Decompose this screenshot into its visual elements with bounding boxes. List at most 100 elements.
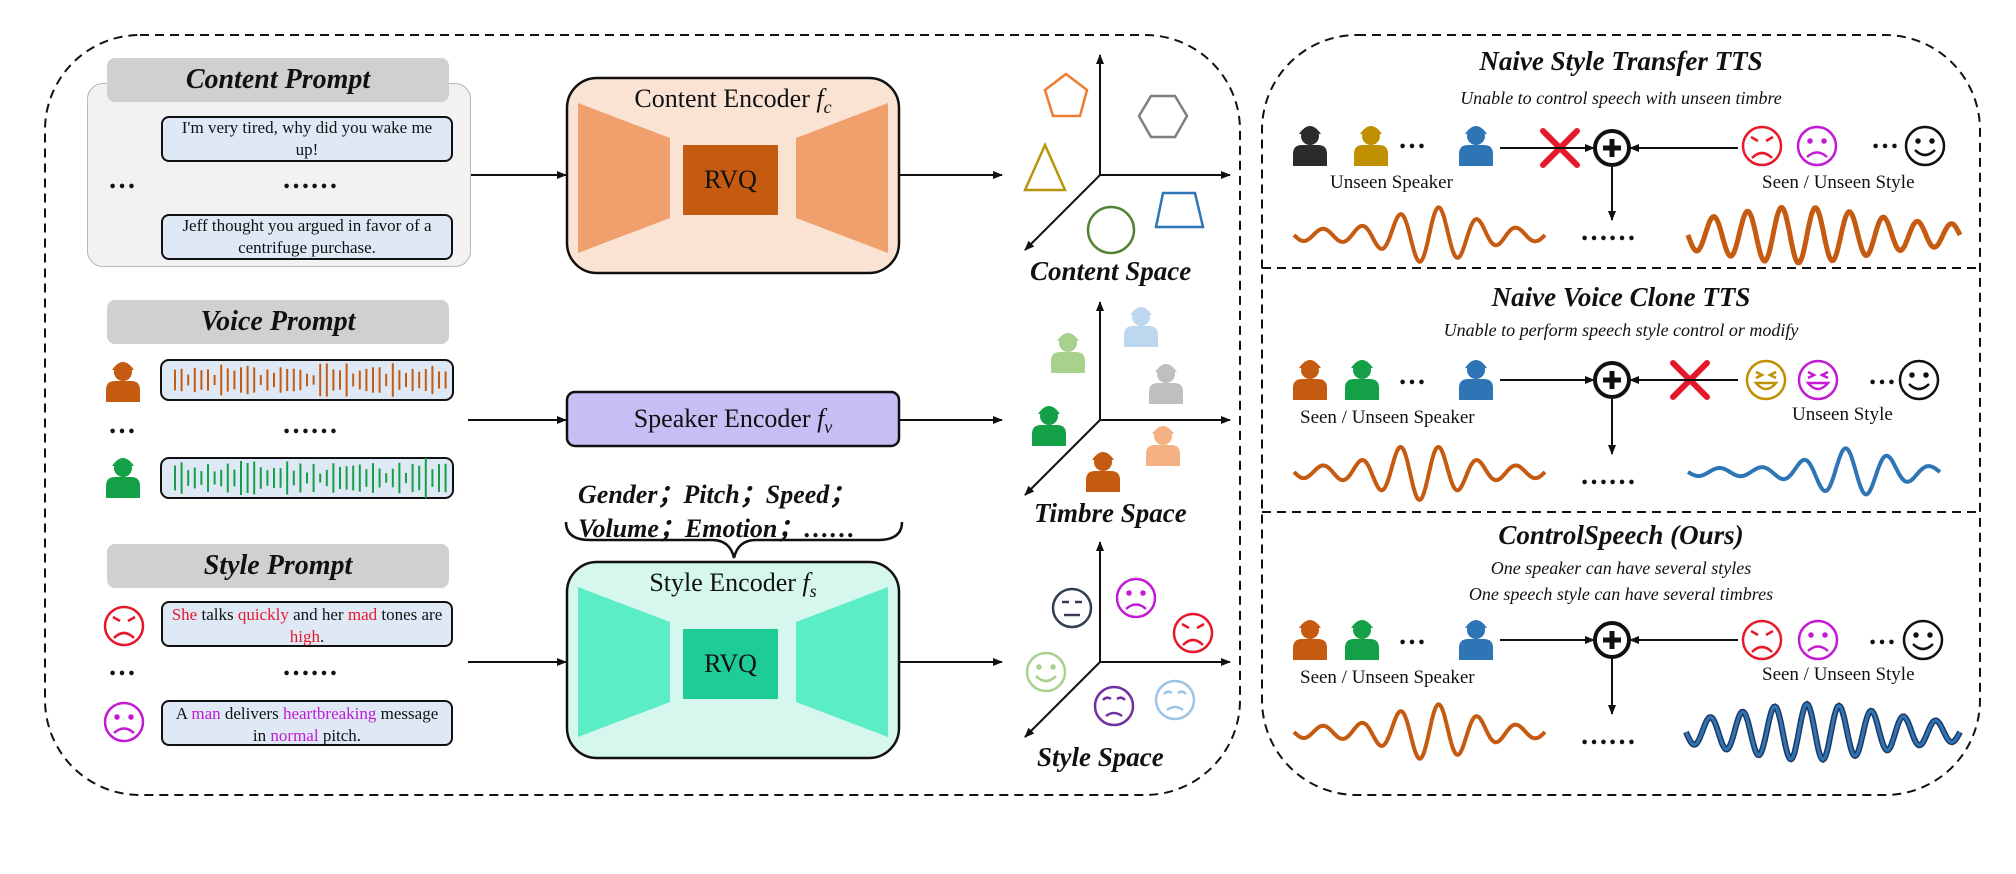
content-encoder-label: Content Encoder fc (567, 84, 899, 118)
style-rvq-block (683, 629, 778, 699)
naive-style-right-label: Seen / Unseen Style (1762, 172, 1915, 193)
style-encoder-label: Style Encoder fs (567, 568, 899, 602)
controlspeech-left-label: Seen / Unseen Speaker (1300, 667, 1475, 688)
attribute-brace (564, 521, 904, 559)
circle-icon (1086, 205, 1136, 255)
plus-icon (1593, 621, 1631, 659)
style-text-1-part: quickly (237, 605, 289, 624)
style-rvq-label: RVQ (704, 649, 757, 678)
attributes-line-2: Volume；Emotion；…… (578, 514, 856, 543)
face-icon (1051, 587, 1093, 629)
speech-wave (1686, 446, 1942, 497)
content-dots-left: … (108, 164, 136, 195)
person-icon (1345, 620, 1379, 660)
naive-voice-title: Naive Voice Clone TTS (1491, 282, 1751, 312)
plus-icon (1593, 129, 1631, 167)
voice-dots-mid: …… (282, 409, 338, 440)
voice-waveform (174, 457, 447, 499)
hexagon-icon (1137, 94, 1189, 139)
naive-style-ellipsis-left: … (1398, 124, 1426, 155)
content-encoder-left-shape (578, 103, 670, 253)
person-icon (1293, 620, 1327, 660)
person-icon (1459, 126, 1493, 166)
voice-dots-left: … (108, 409, 136, 440)
triangle-icon (1023, 141, 1067, 192)
style-text-2-part: delivers (220, 704, 283, 723)
face-icon (1115, 577, 1157, 619)
content-space-label: Content Space (1030, 256, 1192, 286)
naive-voice-right-label: Unseen Style (1792, 404, 1893, 425)
style-encoder-name: Style Encoder (649, 568, 796, 597)
face-icon (1741, 619, 1783, 661)
speaker-encoder-name: Speaker Encoder (633, 404, 811, 433)
style-encoder-left-shape (578, 587, 670, 737)
voice-waveform (174, 363, 447, 397)
content-text-2: Jeff thought you argued in favor of a ce… (161, 214, 453, 260)
face-icon (1898, 359, 1940, 401)
person-icon (106, 458, 140, 498)
speaker-encoder-box (565, 390, 901, 448)
person-icon (1459, 620, 1493, 660)
style-space-label: Style Space (1037, 742, 1164, 772)
style-text-2-part: man (191, 704, 221, 723)
speech-wave (1683, 700, 1963, 764)
voice-prompt-title: Voice Prompt (107, 300, 449, 344)
controlspeech-dots: …… (1580, 720, 1636, 751)
person-icon (1149, 364, 1183, 404)
face-icon (103, 605, 145, 647)
face-icon (1902, 619, 1944, 661)
timbre-space-label: Timbre Space (1034, 498, 1187, 528)
naive-voice-dots: …… (1580, 460, 1636, 491)
content-space-axes (1024, 54, 1231, 251)
speech-wave (1292, 444, 1547, 503)
person-icon (1124, 307, 1158, 347)
naive-style-left-label: Unseen Speaker (1330, 172, 1453, 193)
naive-voice-left-label: Seen / Unseen Speaker (1300, 407, 1475, 428)
naive-voice-ellipsis-right: … (1868, 360, 1896, 391)
speaker-encoder-subscript: v (824, 417, 833, 438)
content-rvq-block (683, 145, 778, 215)
content-text-1: I'm very tired, why did you wake me up! (161, 116, 453, 162)
style-text-2-part: normal (270, 726, 319, 745)
face-icon (1797, 619, 1839, 661)
controlspeech-title: ControlSpeech (Ours) (1498, 520, 1744, 550)
person-icon (1032, 406, 1066, 446)
content-dots-mid: …… (282, 164, 338, 195)
style-text-2-part: pitch. (318, 726, 362, 745)
left-region-border (44, 34, 1241, 796)
controlspeech-ellipsis-left: … (1398, 620, 1426, 651)
content-encoder-name: Content Encoder (634, 84, 810, 113)
person-icon (1354, 126, 1388, 166)
style-text-1: She talks quickly and her mad tones are … (161, 601, 453, 647)
content-prompt-title: Content Prompt (107, 58, 449, 102)
style-text-2-part: A (175, 704, 192, 723)
face-icon (1093, 685, 1135, 727)
plus-icon (1593, 361, 1631, 399)
style-text-2-part: message in (252, 704, 439, 745)
face-icon (1025, 651, 1067, 693)
person-icon (1345, 360, 1379, 400)
face-icon (103, 701, 145, 743)
style-text-1-part: . (319, 627, 325, 646)
speech-wave (1292, 205, 1547, 264)
style-encoder-symbol: f (802, 568, 810, 597)
style-prompt-title: Style Prompt (107, 544, 449, 588)
style-text-2-part: heartbreaking (282, 704, 377, 723)
person-icon (1086, 452, 1120, 492)
speaker-encoder-label: Speaker Encoder fv (567, 404, 899, 438)
style-encoder-subscript: s (809, 581, 817, 602)
naive-voice-ellipsis-left: … (1398, 360, 1426, 391)
attributes-line-1: Gender；Pitch；Speed； (578, 480, 856, 509)
face-icon (1797, 359, 1839, 401)
style-text-1-part: and her (288, 605, 348, 624)
face-icon (1745, 359, 1787, 401)
style-dots-left: … (108, 651, 136, 682)
content-encoder-subscript: c (823, 97, 832, 118)
naive-voice-subtitle: Unable to perform speech style control o… (1443, 320, 1799, 340)
person-icon (106, 362, 140, 402)
style-text-1-part: high (289, 627, 320, 646)
naive-style-dots: …… (1580, 216, 1636, 247)
person-icon (1293, 360, 1327, 400)
